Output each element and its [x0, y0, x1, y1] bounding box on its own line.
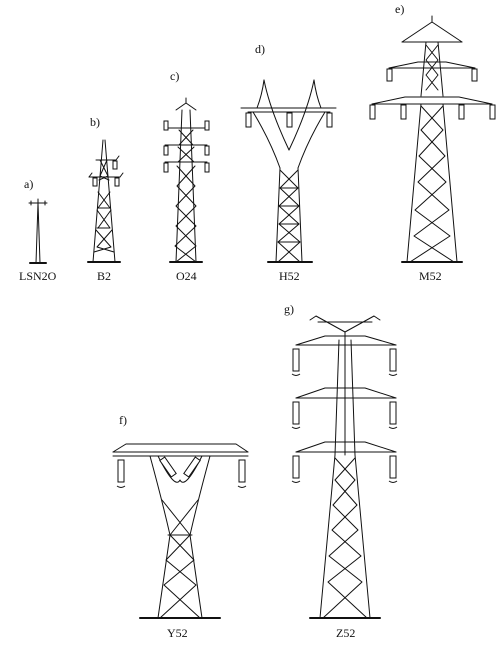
- tower-y52: f) Y52: [112, 413, 249, 640]
- tower-f-letter: f): [119, 413, 127, 427]
- tower-z52: g): [284, 302, 398, 640]
- tower-a-structure: [28, 198, 48, 264]
- tower-g-insulators: [291, 348, 398, 483]
- tower-f-name: Y52: [167, 626, 188, 640]
- tower-c-insulators: [163, 120, 210, 173]
- tower-b2: b) B2: [87, 115, 124, 283]
- tower-c-letter: c): [170, 69, 179, 83]
- tower-o24: c) O24: [163, 69, 210, 283]
- tower-g-structure: [295, 315, 397, 619]
- tower-a-name: LSN2O: [19, 269, 57, 283]
- tower-f-insulators: [116, 456, 247, 488]
- tower-e-name: M52: [419, 269, 442, 283]
- tower-e-letter: e): [395, 2, 404, 16]
- tower-d-letter: d): [255, 42, 265, 56]
- tower-d-insulators: [245, 112, 333, 128]
- tower-d-name: H52: [279, 269, 300, 283]
- tower-g-name: Z52: [336, 626, 355, 640]
- tower-b-insulators: [92, 160, 120, 187]
- tower-a-letter: a): [24, 177, 33, 191]
- tower-b-name: B2: [97, 269, 111, 283]
- tower-lsn2o: a) LSN2O: [19, 177, 57, 283]
- tower-e-structure: [371, 15, 493, 263]
- tower-f-structure: [112, 443, 249, 619]
- tower-m52: e) M52: [369, 2, 496, 283]
- tower-e-insulators: [369, 68, 496, 120]
- tower-h52: d) H52: [240, 42, 337, 283]
- tower-b-letter: b): [90, 115, 100, 129]
- tower-d-structure: [240, 79, 337, 263]
- tower-c-structure: [164, 97, 208, 263]
- tower-c-name: O24: [176, 269, 197, 283]
- tower-b-structure: [87, 139, 124, 263]
- tower-g-letter: g): [284, 302, 294, 316]
